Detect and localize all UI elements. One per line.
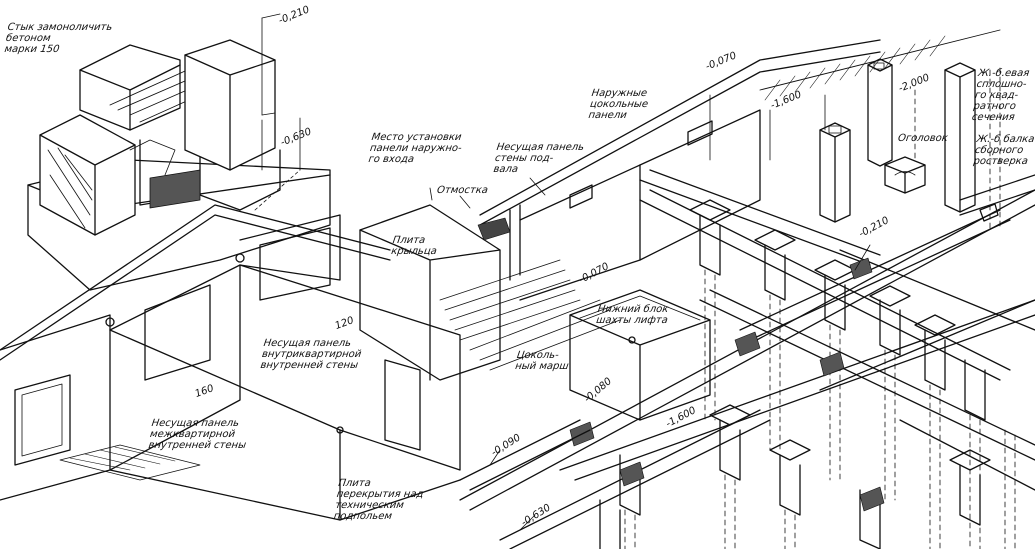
label-basement-bearing-panel: Несущая панель стены под- вала xyxy=(492,142,585,175)
label-porch-slab: Плита крыльца xyxy=(390,235,438,257)
floor-slab-edge xyxy=(339,419,591,531)
label-joint-concrete: Стык замоноличить бетоном марки 150 xyxy=(3,22,114,55)
label-plinth-stairs: Цоколь- ный марш xyxy=(514,350,570,372)
label-rc-beam: Ж.-б балка сборного ростверка xyxy=(972,134,1035,167)
label-inter-apartment-wall: Несущая панель внутриквартирной внутренн… xyxy=(259,338,363,371)
porch-and-basement xyxy=(359,39,881,381)
label-floor-slab: Плита перекрытия над техническим подполь… xyxy=(332,478,425,522)
label-lift-shaft-block: Нижний блок шахты лифта xyxy=(595,304,670,326)
label-entrance-panel-place: Место установки панели наружно- го входа xyxy=(367,132,463,165)
joint-detail-inset xyxy=(27,13,331,291)
grillage-frame xyxy=(459,169,1035,549)
interior-wall-panels xyxy=(0,204,461,521)
columns-top-right xyxy=(709,29,1035,271)
label-rc-column: Ж.-б.евая сплошно- го квад- ратного сече… xyxy=(971,68,1030,123)
label-outer-plinth-panels: Наружные цокольные панели xyxy=(587,88,649,121)
label-pile-cap: Оголовок xyxy=(897,133,949,144)
lift-shaft-block xyxy=(569,289,711,421)
label-between-apartment-wall: Несущая панель межквартирной внутренней … xyxy=(147,418,247,451)
label-blind-area: Отмостка xyxy=(436,185,489,196)
